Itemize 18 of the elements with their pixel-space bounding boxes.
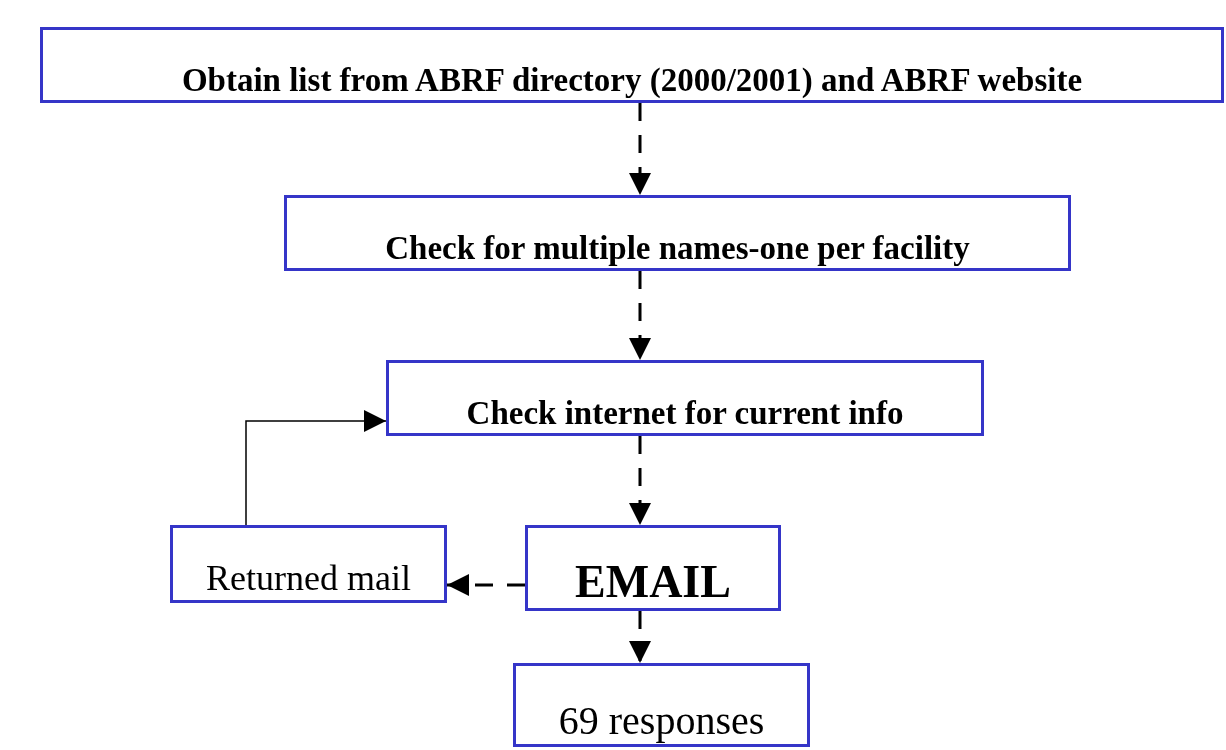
process-box bbox=[525, 525, 781, 611]
arrow bbox=[629, 436, 651, 525]
box-label: Check internet for current info bbox=[466, 396, 904, 431]
box-label: Obtain list from ABRF directory (2000/2001) and ABRF website bbox=[181, 63, 1083, 98]
process-box bbox=[386, 360, 984, 436]
arrow bbox=[629, 271, 651, 360]
box-label: EMAIL bbox=[575, 557, 731, 606]
process-box bbox=[284, 195, 1071, 271]
process-box bbox=[40, 27, 1224, 103]
box-label: Returned mail bbox=[206, 560, 411, 598]
arrow bbox=[629, 611, 651, 663]
arrow bbox=[447, 574, 525, 596]
arrow bbox=[629, 103, 651, 195]
box-label: Check for multiple names-one per facility bbox=[385, 231, 970, 266]
arrow bbox=[245, 410, 387, 526]
box-label: 69 responses bbox=[558, 700, 765, 742]
process-box bbox=[513, 663, 810, 747]
process-box bbox=[170, 525, 447, 603]
